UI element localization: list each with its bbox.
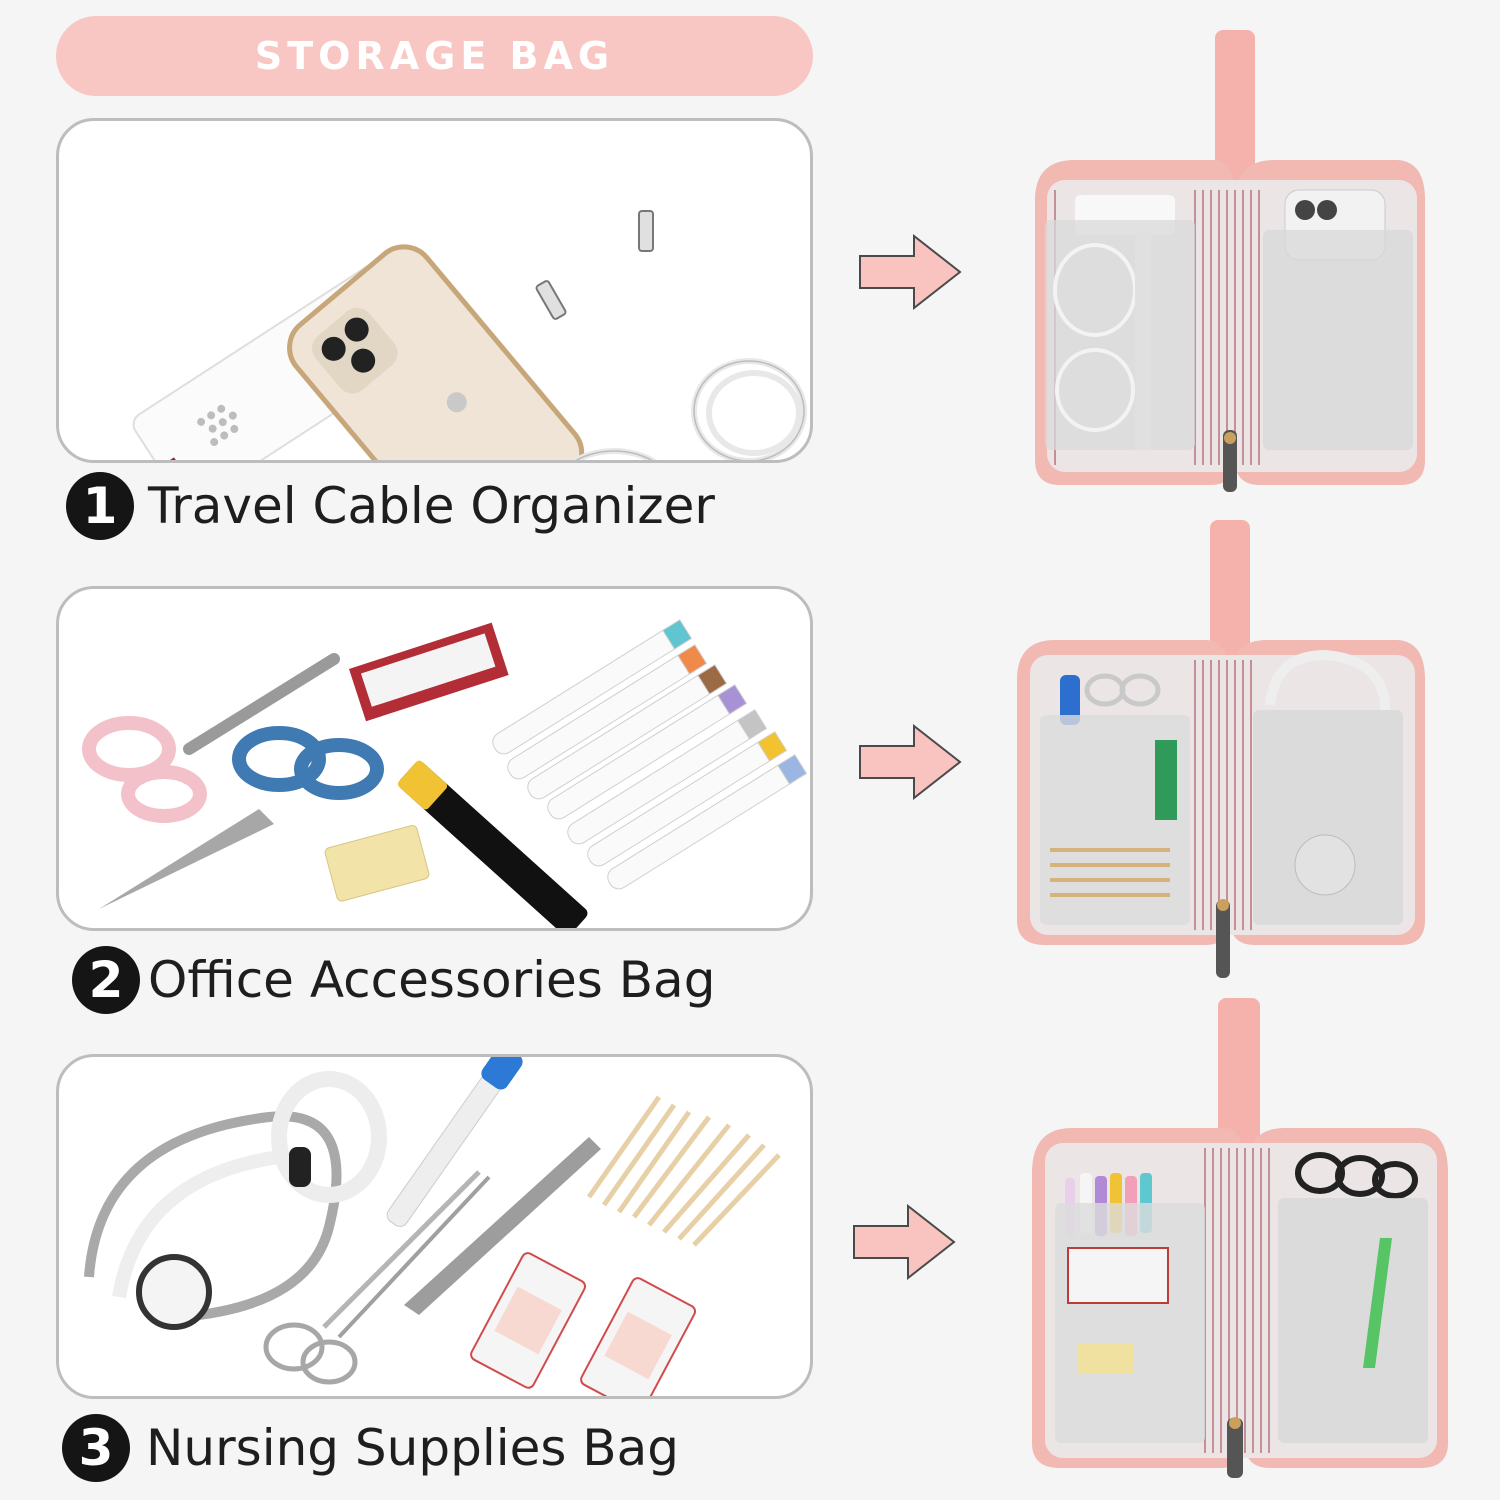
nursing-items-illustration xyxy=(84,1057,781,1396)
right-arrow-icon xyxy=(853,1204,956,1280)
section-title: Office Accessories Bag xyxy=(148,951,716,1009)
open-bag-office xyxy=(1005,520,1425,990)
open-bag-cables xyxy=(1015,30,1435,500)
office-items-illustration xyxy=(82,619,808,928)
section-1-label: 1 Travel Cable Organizer xyxy=(66,472,715,540)
section-number-badge: 1 xyxy=(66,472,134,540)
section-title: Nursing Supplies Bag xyxy=(146,1419,679,1477)
section-3-label: 3 Nursing Supplies Bag xyxy=(62,1414,679,1482)
open-bag-nursing xyxy=(1020,998,1460,1483)
section-number-badge: 2 xyxy=(72,946,140,1014)
right-arrow-icon xyxy=(859,724,962,800)
header-title: STORAGE BAG xyxy=(254,34,615,78)
section-title: Travel Cable Organizer xyxy=(148,477,715,535)
section-number-badge: 3 xyxy=(62,1414,130,1482)
product-panel-office xyxy=(56,586,813,931)
product-panel-nursing xyxy=(56,1054,813,1399)
product-panel-travel-cable xyxy=(56,118,813,463)
right-arrow-icon xyxy=(859,234,962,310)
cable-items-illustration xyxy=(132,210,807,460)
section-2-label: 2 Office Accessories Bag xyxy=(72,946,715,1014)
header-banner: STORAGE BAG xyxy=(56,16,813,96)
